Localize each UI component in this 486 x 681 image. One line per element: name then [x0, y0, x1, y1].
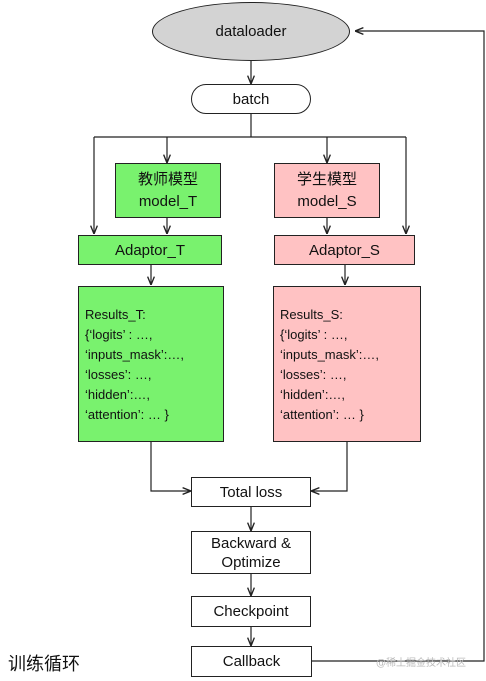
dataloader-label: dataloader	[215, 23, 287, 40]
callback-node: Callback	[191, 646, 312, 677]
results-s-line: {‘logits’ : …,	[280, 327, 348, 342]
adaptor-t-node: Adaptor_T	[78, 235, 222, 265]
results-t-line: ‘inputs_mask’:…,	[85, 347, 184, 362]
total-loss-label: Total loss	[219, 483, 283, 501]
results-t-line: {‘logits’ : …,	[85, 327, 153, 342]
results-t-line: ‘attention’: … }	[85, 407, 169, 422]
batch-label: batch	[232, 90, 270, 108]
results-s-line: ‘hidden’:…,	[280, 387, 346, 402]
results-s-node: Results_S: {‘logits’ : …, ‘inputs_mask’:…	[273, 286, 421, 442]
adaptor-t-label: Adaptor_T	[114, 241, 186, 259]
student-model-name: model_S	[297, 192, 357, 210]
results-t-line: ‘losses’: …,	[85, 367, 152, 382]
total-loss-node: Total loss	[191, 477, 311, 507]
dataloader-node: dataloader	[152, 2, 350, 61]
teacher-model-node: 教师模型 model_T	[115, 163, 221, 218]
results-t-line: ‘hidden’:…,	[85, 387, 151, 402]
backward-optimize-node: Backward & Optimize	[191, 531, 311, 574]
watermark-text: @稀土掘金技术社区	[376, 658, 466, 669]
results-s-line: ‘attention’: … }	[280, 407, 364, 422]
student-model-title: 学生模型	[296, 170, 357, 188]
edge-callback-loop	[312, 31, 485, 662]
teacher-model-title: 教师模型	[137, 170, 198, 188]
results-t-node: Results_T: {‘logits’ : …, ‘inputs_mask’:…	[78, 286, 224, 442]
checkpoint-node: Checkpoint	[191, 596, 311, 627]
results-s-line: ‘losses’: …,	[280, 367, 347, 382]
adaptor-s-label: Adaptor_S	[309, 241, 380, 259]
checkpoint-label: Checkpoint	[213, 603, 289, 620]
results-t-line: Results_T:	[85, 307, 146, 322]
backward-label: Backward &	[210, 534, 292, 552]
callback-label: Callback	[222, 653, 281, 670]
training-loop-label: 训练循环	[8, 654, 80, 675]
edge-results-t-loss	[150, 442, 191, 491]
student-model-node: 学生模型 model_S	[274, 163, 380, 218]
results-s-line: Results_S:	[280, 307, 343, 322]
results-s-line: ‘inputs_mask’:…,	[280, 347, 379, 362]
adaptor-s-node: Adaptor_S	[274, 235, 415, 265]
batch-node: batch	[191, 84, 311, 114]
optimize-label: Optimize	[221, 553, 281, 571]
edge-results-s-loss	[311, 442, 348, 491]
teacher-model-name: model_T	[138, 192, 198, 210]
